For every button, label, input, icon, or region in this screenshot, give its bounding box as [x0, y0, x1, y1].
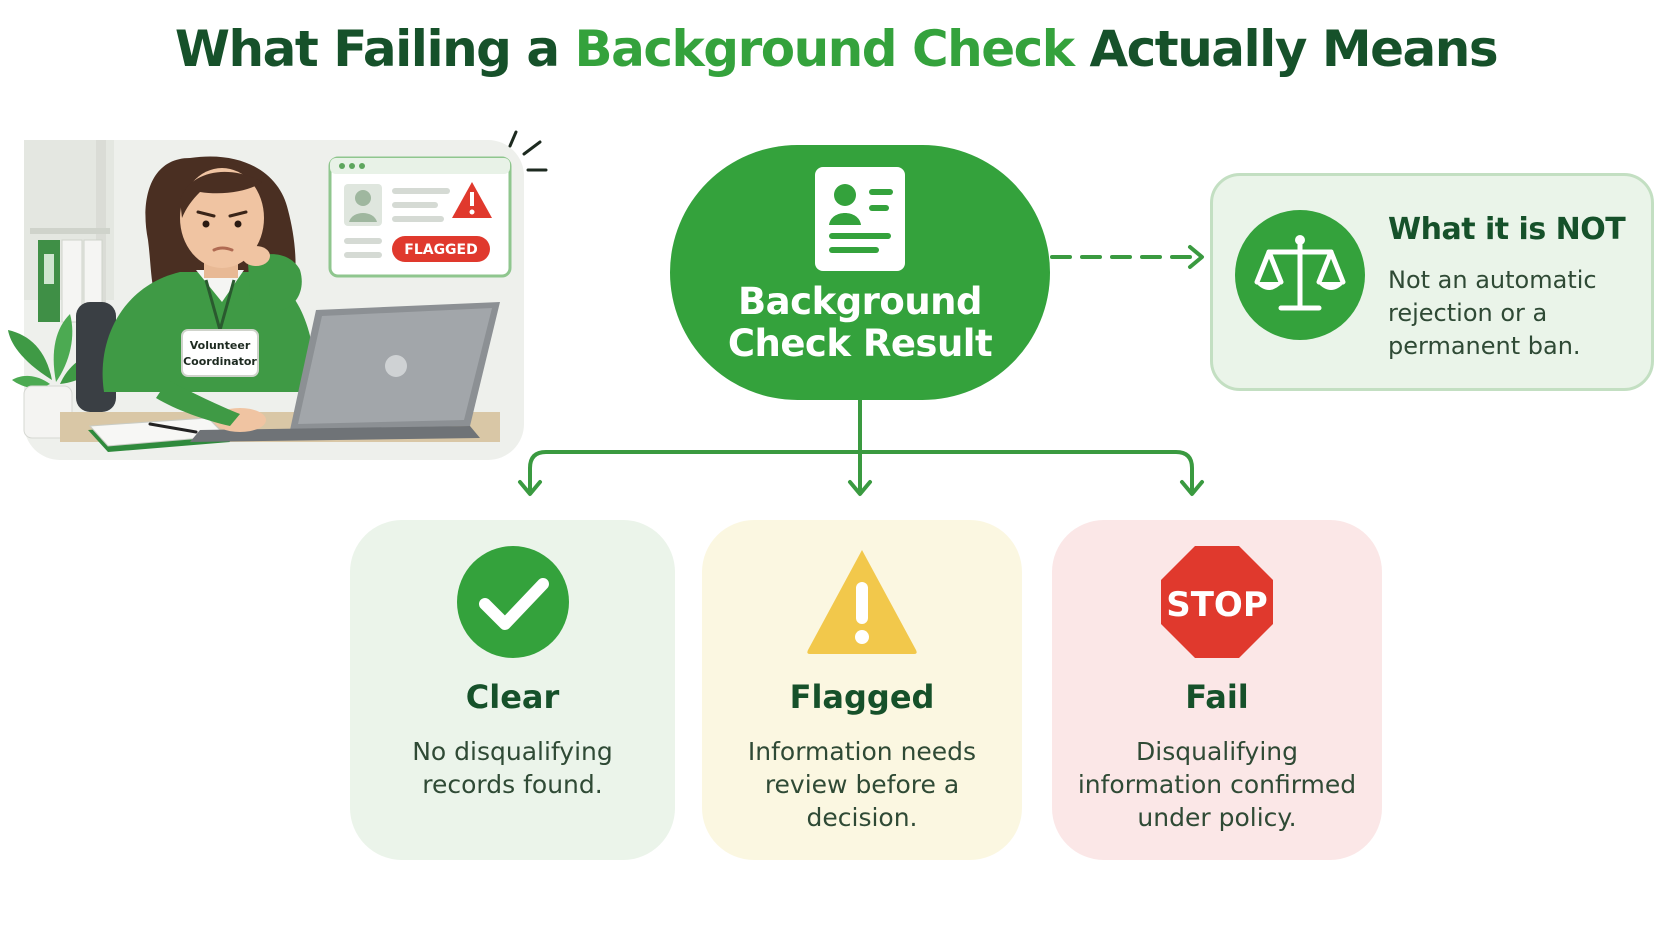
badge-line-1: Volunteer — [190, 339, 251, 352]
warning-icon — [807, 550, 917, 654]
stop-sign-icon: STOP — [1161, 546, 1273, 658]
id-document-icon — [815, 167, 905, 271]
outcome-description-flagged: Information needs review before a decisi… — [747, 737, 977, 832]
page-title: What Failing a Background Check Actually… — [0, 20, 1672, 78]
outcome-description-clear: No disqualifying records found. — [412, 737, 613, 799]
outcome-card-fail: STOP Fail Disqualifying information conf… — [1052, 520, 1382, 860]
what-it-is-not-card: What it is NOT Not an automatic rejectio… — [1210, 173, 1654, 391]
flagged-badge-text: FLAGGED — [404, 242, 478, 258]
title-accent: Background Check — [574, 20, 1076, 78]
outcome-card-flagged: Flagged Information needs review before … — [702, 520, 1022, 860]
alert-lines-icon — [508, 130, 548, 172]
title-part-1: What Failing a — [174, 20, 575, 78]
outcome-card-clear: Clear No disqualifying records found. — [350, 520, 675, 860]
outcome-label-clear: Clear — [465, 678, 560, 716]
title-part-2: Actually Means — [1073, 20, 1498, 78]
scales-icon — [1235, 210, 1365, 340]
coordinator-illustration: Volunteer Coordinator — [0, 130, 560, 490]
background-check-result-node: Background Check Result — [670, 145, 1050, 400]
outcome-description-fail: Disqualifying information confirmed unde… — [1077, 737, 1357, 832]
flagged-screen: FLAGGED — [328, 156, 512, 278]
laptop-icon — [190, 302, 500, 442]
volunteer-badge: Volunteer Coordinator — [181, 329, 259, 377]
badge-line-2: Coordinator — [183, 355, 257, 368]
stop-sign-text: STOP — [1166, 585, 1268, 625]
outcome-label-flagged: Flagged — [789, 678, 935, 716]
central-title-line-1: Background — [737, 280, 983, 323]
checkmark-icon — [456, 546, 569, 658]
outcome-label-fail: Fail — [1185, 678, 1249, 716]
notebook-icon — [88, 417, 230, 452]
face — [180, 168, 264, 268]
not-card-title: What it is NOT — [1388, 212, 1626, 247]
central-title: Background Check Result — [670, 281, 1050, 365]
central-title-line-2: Check Result — [727, 322, 993, 365]
warning-triangle-icon — [452, 182, 492, 218]
not-card-description: Not an automatic rejection or a permanen… — [1388, 266, 1597, 360]
